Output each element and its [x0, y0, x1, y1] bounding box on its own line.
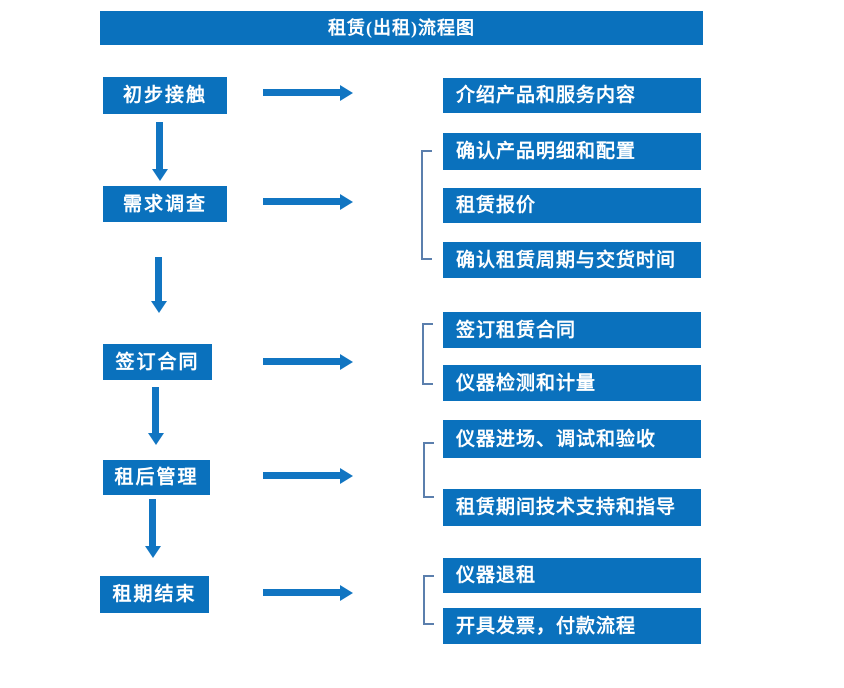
step-box-post-rental-management: 租后管理 — [103, 460, 210, 495]
detail-box-rental-quotation: 租赁报价 — [443, 188, 701, 223]
arrow-right-icon — [263, 358, 340, 365]
detail-box-rental-tech-support: 租赁期间技术支持和指导 — [443, 489, 701, 526]
arrow-down-icon — [152, 387, 159, 433]
step-box-lease-end: 租期结束 — [100, 576, 209, 613]
detail-box-confirm-rental-period: 确认租赁周期与交货时间 — [443, 242, 701, 278]
diagram-title: 租赁(出租)流程图 — [100, 11, 703, 45]
arrow-down-icon — [156, 122, 163, 169]
arrow-right-icon — [263, 198, 340, 205]
detail-box-instrument-testing: 仪器检测和计量 — [443, 365, 701, 401]
arrow-down-icon — [155, 257, 162, 301]
detail-box-invoice-payment: 开具发票，付款流程 — [443, 608, 701, 644]
detail-box-instrument-setup: 仪器进场、调试和验收 — [443, 420, 701, 458]
detail-box-sign-rental-contract: 签订租赁合同 — [443, 312, 701, 348]
step-box-initial-contact: 初步接触 — [103, 77, 227, 114]
arrow-right-icon — [263, 589, 340, 596]
arrow-right-icon — [263, 89, 340, 96]
group-bracket — [423, 442, 434, 498]
step-box-sign-contract: 签订合同 — [103, 344, 212, 380]
detail-box-confirm-product-details: 确认产品明细和配置 — [443, 133, 701, 170]
detail-box-intro-products-services: 介绍产品和服务内容 — [443, 78, 701, 113]
step-box-demand-survey: 需求调查 — [103, 186, 227, 222]
arrow-down-icon — [149, 499, 156, 546]
group-bracket — [423, 575, 434, 625]
group-bracket — [421, 150, 432, 260]
arrow-right-icon — [263, 472, 340, 479]
group-bracket — [422, 323, 433, 385]
detail-box-instrument-return: 仪器退租 — [443, 558, 701, 593]
